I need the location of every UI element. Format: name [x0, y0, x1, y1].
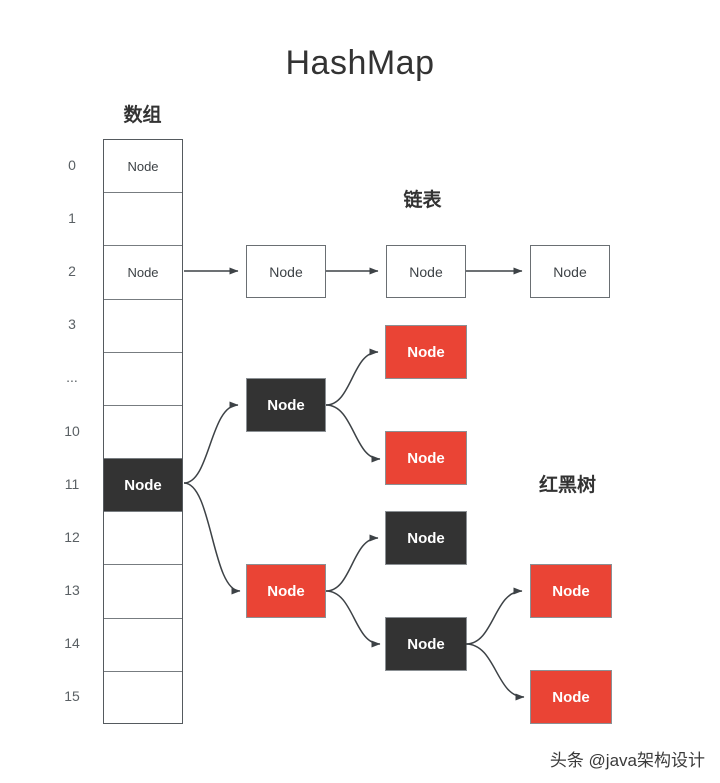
array-cell-ellipsis [104, 353, 182, 406]
array-cell-value: Node [127, 264, 159, 280]
tree-node-t3: Node [385, 431, 467, 485]
arrow-bucket11-to-t4 [183, 482, 241, 595]
array-cell-14 [104, 619, 182, 672]
watermark: 头条 @java架构设计 [549, 751, 705, 770]
tree-node-t1: Node [246, 378, 326, 432]
arrow-t4-to-t5 [325, 534, 379, 592]
linked-list-node-3: Node [530, 245, 610, 298]
array-cell-1 [104, 193, 182, 247]
linked-list-node-2: Node [386, 245, 466, 298]
array-cell-2: Node [104, 246, 182, 300]
arrow-bucket11-to-t1 [183, 401, 239, 484]
array-index-0: 0 [68, 156, 76, 173]
array-index-10: 10 [64, 422, 80, 439]
array-index-1: 1 [68, 209, 76, 226]
tree-node-t6: Node [385, 617, 467, 671]
array-cell-0: Node [104, 140, 182, 194]
arrow-t6-to-t8 [465, 643, 525, 701]
array-index-2: 2 [68, 262, 76, 279]
tree-node-t5: Node [385, 511, 467, 565]
array-section-label: 数组 [123, 105, 162, 126]
array-cell-value: Node [124, 476, 162, 494]
tree-node-t4: Node [246, 564, 326, 618]
linked-list-section-label: 链表 [403, 190, 442, 211]
arrow-t1-to-t3 [325, 404, 381, 463]
array-index-13: 13 [64, 582, 80, 599]
arrow-t1-to-t2 [325, 348, 379, 406]
array-cell-13 [104, 565, 182, 619]
arrow-t4-to-t6 [325, 590, 381, 648]
array-cell-3 [104, 300, 182, 353]
array-index-ellipsis: ... [66, 369, 78, 386]
array-index-12: 12 [64, 528, 80, 545]
array-index-11: 11 [64, 475, 80, 492]
array-cell-value: Node [127, 158, 159, 174]
tree-node-t8: Node [530, 670, 612, 724]
arrow-t6-to-t7 [465, 587, 523, 645]
array-cell-15 [104, 672, 182, 725]
array-index-3: 3 [68, 316, 76, 333]
array-cell-11: Node [104, 459, 182, 513]
linked-list-node-1: Node [246, 245, 326, 298]
tree-node-t7: Node [530, 564, 612, 618]
array-cell-10 [104, 406, 182, 460]
array-cell-12 [104, 512, 182, 566]
array-index-14: 14 [64, 635, 80, 652]
tree-node-t2: Node [385, 325, 467, 379]
page-title: HashMap [285, 44, 435, 82]
array-index-15: 15 [64, 688, 80, 705]
red-black-tree-section-label: 红黑树 [538, 475, 596, 496]
